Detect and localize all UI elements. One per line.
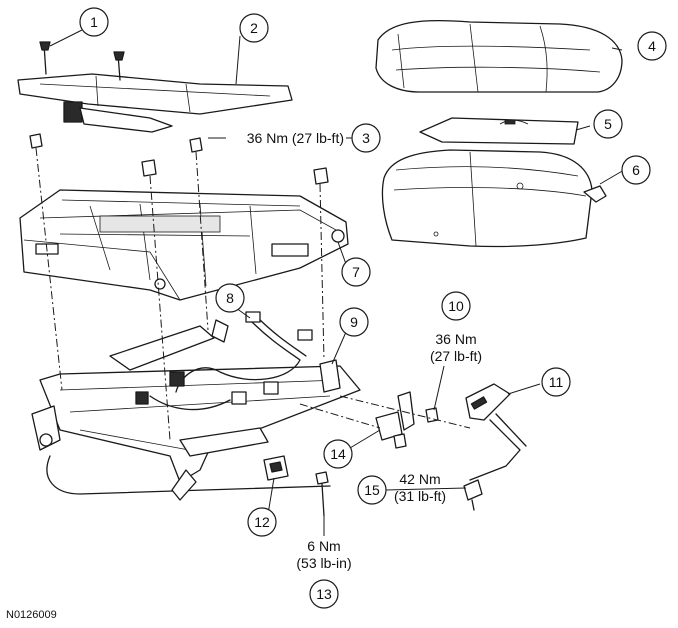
svg-text:12: 12 [254, 514, 270, 530]
leader-lines [49, 29, 625, 536]
seat-cushion-pan [381, 149, 607, 248]
seatbelt-bracket [375, 391, 439, 449]
figure-id: N0126009 [6, 609, 57, 621]
torque-label-15-lbft: (31 lb-ft) [394, 488, 446, 504]
callout-12: 12 [247, 507, 277, 537]
seat-cushion-cover [375, 19, 623, 93]
callout-3: 3 [351, 123, 381, 153]
torque-label-15-nm: 42 Nm [399, 471, 440, 487]
occupant-sensor-mat [419, 117, 579, 145]
callout-6: 6 [621, 155, 651, 185]
callout-15: 15 [357, 475, 387, 505]
svg-text:13: 13 [316, 586, 332, 602]
seat-track [31, 319, 361, 501]
svg-text:15: 15 [364, 482, 380, 498]
track-position-sensor [263, 455, 289, 481]
callout-14: 14 [323, 439, 353, 469]
callout-4: 4 [637, 31, 667, 61]
torque-label-10-lbft: (27 lb-ft) [430, 348, 482, 364]
svg-text:9: 9 [350, 314, 358, 330]
bolt [315, 471, 329, 517]
callout-8: 8 [215, 283, 245, 313]
callout-5: 5 [593, 109, 623, 139]
svg-text:7: 7 [352, 264, 360, 280]
callout-10: 10 [441, 291, 471, 321]
seatbelt-buckle [463, 383, 527, 511]
callout-13: 13 [309, 579, 339, 609]
callout-9: 9 [339, 307, 369, 337]
nuts [29, 133, 329, 185]
callout-1: 1 [79, 7, 109, 37]
torque-label-13-nm: 6 Nm [307, 538, 340, 554]
svg-text:5: 5 [604, 116, 612, 132]
seat-frame [19, 189, 349, 301]
callout-7: 7 [341, 257, 371, 287]
svg-text:6: 6 [632, 162, 640, 178]
wiring-harness [135, 311, 313, 411]
svg-text:14: 14 [330, 446, 346, 462]
seat-pan-cover [17, 73, 293, 133]
svg-text:10: 10 [448, 298, 464, 314]
screws [39, 41, 125, 81]
svg-text:8: 8 [226, 290, 234, 306]
svg-text:1: 1 [90, 14, 98, 30]
svg-text:2: 2 [250, 20, 258, 36]
svg-text:11: 11 [549, 374, 564, 390]
callout-11: 11 [541, 367, 571, 397]
torque-label-13-lbin: (53 lb-in) [296, 555, 351, 571]
torque-label-3: 36 Nm (27 lb-ft) [247, 130, 344, 146]
assembly-centerlines [35, 147, 471, 441]
torque-label-10-nm: 36 Nm [435, 331, 476, 347]
svg-text:4: 4 [648, 38, 656, 54]
callout-2: 2 [239, 13, 269, 43]
svg-text:3: 3 [362, 130, 370, 146]
